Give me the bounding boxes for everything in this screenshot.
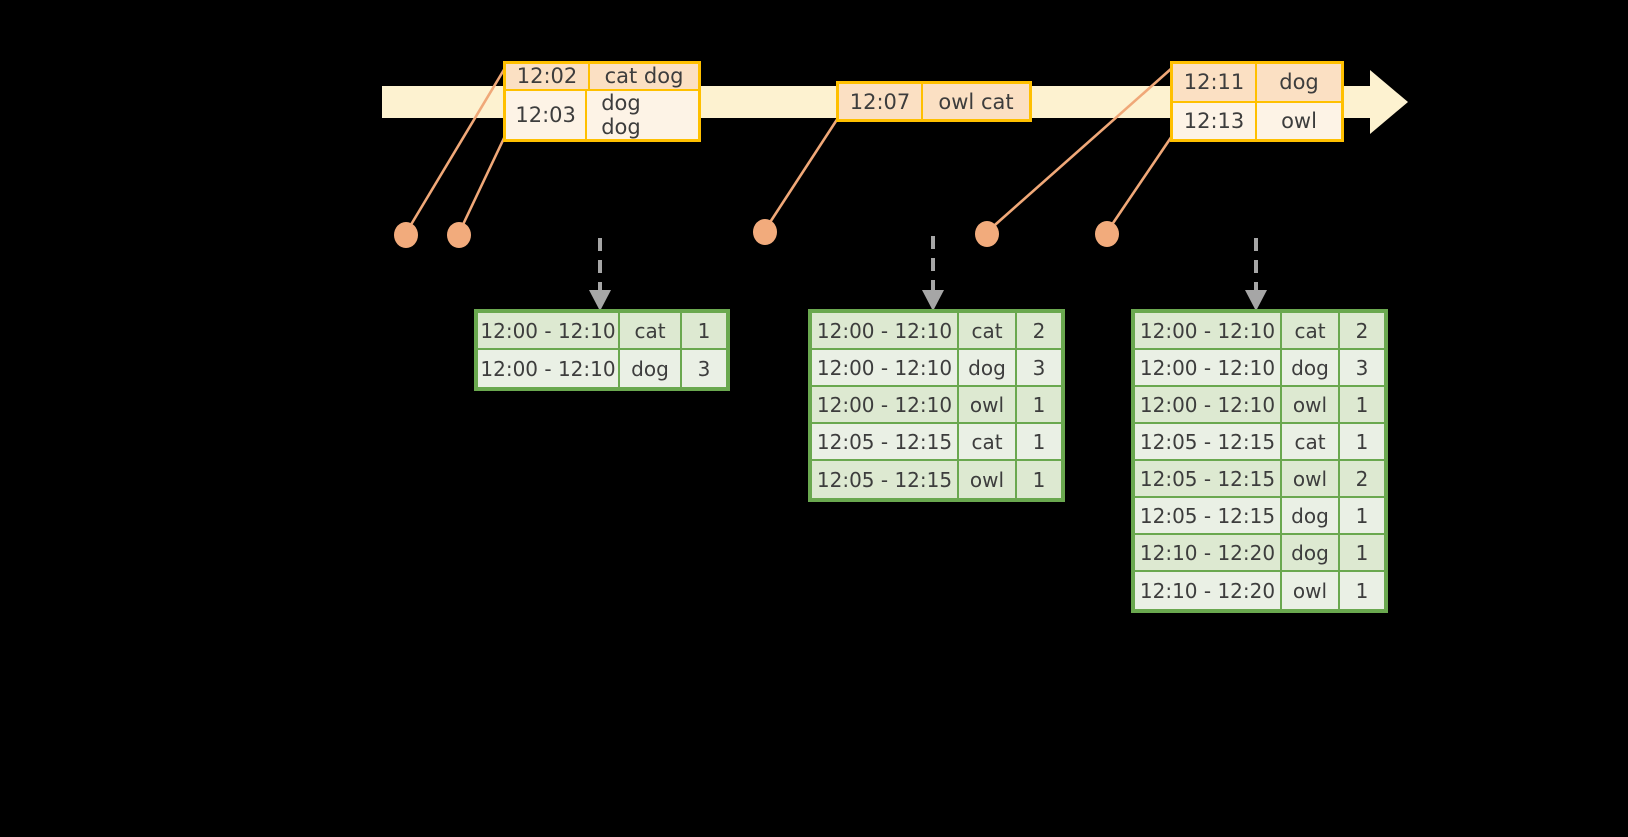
word-cell: owl	[1282, 461, 1340, 498]
event-words: dog	[1279, 70, 1319, 95]
window-cell: 12:00 - 12:10	[1135, 350, 1282, 387]
connector-line-5	[1105, 135, 1174, 233]
event-row: 12:02 cat dog	[506, 64, 698, 89]
event-time: 12:02	[506, 64, 590, 89]
count-cell: 1	[1340, 424, 1384, 461]
timeline-arrowhead	[1370, 70, 1408, 134]
window-cell: 12:05 - 12:15	[812, 461, 959, 498]
word-cell: owl	[959, 461, 1017, 498]
table-row: 12:10 - 12:20 owl 1	[1135, 572, 1384, 609]
window-cell: 12:05 - 12:15	[1135, 424, 1282, 461]
count-cell: 1	[1032, 467, 1046, 492]
word-cell: dog	[1282, 535, 1340, 572]
count-cell: 2	[1017, 313, 1061, 350]
event-words: dog dog	[601, 90, 641, 139]
window-cell: 12:05 - 12:15	[1135, 461, 1282, 498]
table-row: 12:00 - 12:10 dog 3	[812, 350, 1061, 387]
result-table-3: 12:00 - 12:10 cat 2 12:00 - 12:10 dog 3 …	[1131, 309, 1388, 613]
count-cell: 1	[1355, 578, 1369, 603]
count-cell: 1	[1017, 387, 1061, 424]
window-cell: 12:00 - 12:10	[812, 350, 959, 387]
event-group-3: 12:11 dog 12:13 owl	[1170, 61, 1344, 142]
word-cell: cat	[1282, 424, 1340, 461]
table-row: 12:00 - 12:10 dog 3	[1135, 350, 1384, 387]
event-row: 12:07 owl cat	[839, 84, 1029, 119]
connector-dot-5	[1095, 221, 1119, 247]
table-row: 12:00 - 12:10 owl 1	[812, 387, 1061, 424]
table-row: 12:05 - 12:15 cat 1	[812, 424, 1061, 461]
word-cell: dog	[1282, 350, 1340, 387]
word-cell: dog	[1282, 498, 1340, 535]
dashed-arrow-1	[589, 238, 611, 311]
event-row: 12:11 dog	[1173, 64, 1341, 101]
window-cell: 12:05 - 12:15	[812, 424, 959, 461]
event-time: 12:13	[1173, 102, 1257, 139]
word-cell: cat	[959, 313, 1017, 350]
window-cell: 12:00 - 12:10	[478, 313, 620, 350]
connector-line-1	[404, 67, 507, 234]
table-row: 12:00 - 12:10 dog 3	[478, 350, 726, 387]
table-row: 12:00 - 12:10 cat 1	[478, 313, 726, 350]
table-row: 12:00 - 12:10 cat 2	[1135, 313, 1384, 350]
count-cell: 2	[1340, 313, 1384, 350]
window-cell: 12:00 - 12:10	[812, 313, 959, 350]
table-row: 12:05 - 12:15 dog 1	[1135, 498, 1384, 535]
window-cell: 12:10 - 12:20	[1135, 572, 1282, 609]
event-words: owl cat	[938, 89, 1014, 114]
word-cell: dog	[620, 350, 682, 387]
event-time: 12:03	[506, 90, 588, 139]
window-cell: 12:00 - 12:10	[1135, 387, 1282, 424]
event-words: cat dog	[604, 64, 684, 89]
table-row: 12:00 - 12:10 owl 1	[1135, 387, 1384, 424]
word-cell: owl	[1282, 387, 1340, 424]
window-cell: 12:10 - 12:20	[1135, 535, 1282, 572]
count-cell: 1	[1017, 424, 1061, 461]
event-row: 12:13 owl	[1173, 100, 1341, 139]
event-row: 12:03 dog dog	[506, 88, 698, 139]
window-cell: 12:00 - 12:10	[478, 350, 620, 387]
table-row: 12:05 - 12:15 owl 2	[1135, 461, 1384, 498]
word-cell: dog	[959, 350, 1017, 387]
word-cell: owl	[959, 387, 1017, 424]
event-time: 12:11	[1173, 64, 1257, 101]
result-table-2: 12:00 - 12:10 cat 2 12:00 - 12:10 dog 3 …	[808, 309, 1065, 502]
count-cell: 3	[1340, 350, 1384, 387]
count-cell: 1	[682, 313, 726, 350]
window-cell: 12:00 - 12:10	[1135, 313, 1282, 350]
table-row: 12:00 - 12:10 cat 2	[812, 313, 1061, 350]
connector-dot-1	[394, 222, 418, 248]
count-cell: 1	[1340, 498, 1384, 535]
connector-dot-3	[753, 219, 777, 245]
word-cell: cat	[620, 313, 682, 350]
event-group-2: 12:07 owl cat	[836, 81, 1032, 122]
count-cell: 1	[1340, 535, 1384, 572]
connector-dot-4	[975, 221, 999, 247]
event-words: owl	[1281, 108, 1317, 133]
word-cell: owl	[1282, 572, 1340, 609]
connector-line-3	[763, 117, 840, 231]
table-row: 12:05 - 12:15 owl 1	[812, 461, 1061, 498]
result-table-1: 12:00 - 12:10 cat 1 12:00 - 12:10 dog 3	[474, 309, 730, 391]
table-row: 12:10 - 12:20 dog 1	[1135, 535, 1384, 572]
window-cell: 12:05 - 12:15	[1135, 498, 1282, 535]
word-cell: cat	[1282, 313, 1340, 350]
count-cell: 3	[697, 356, 711, 381]
word-cell: cat	[959, 424, 1017, 461]
connector-line-2	[457, 135, 507, 234]
event-time: 12:07	[839, 84, 923, 119]
dashed-arrow-3	[1245, 238, 1267, 311]
count-cell: 3	[1017, 350, 1061, 387]
count-cell: 2	[1340, 461, 1384, 498]
dashed-arrow-2	[922, 236, 944, 311]
event-group-1: 12:02 cat dog 12:03 dog dog	[503, 61, 701, 142]
window-cell: 12:00 - 12:10	[812, 387, 959, 424]
connector-dot-2	[447, 222, 471, 248]
table-row: 12:05 - 12:15 cat 1	[1135, 424, 1384, 461]
count-cell: 1	[1340, 387, 1384, 424]
